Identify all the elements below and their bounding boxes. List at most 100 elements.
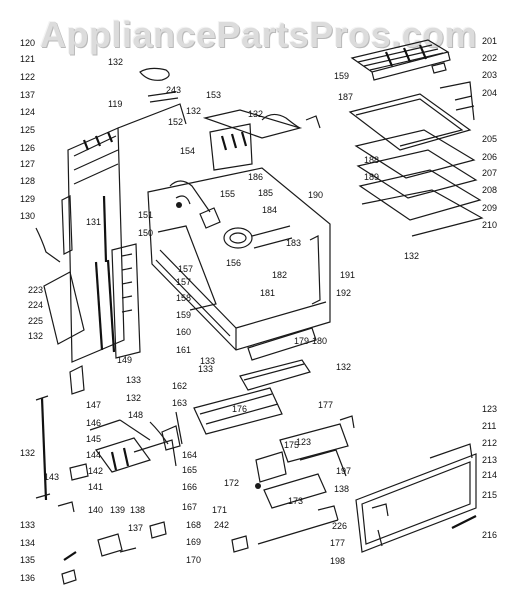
right-pan-stack <box>348 81 484 237</box>
part-callout-129: 129 <box>20 194 36 204</box>
part-callout-159: 159 <box>176 310 192 320</box>
part-callout-183: 183 <box>286 238 302 248</box>
part-callout-152: 152 <box>168 117 184 127</box>
part-callout-162: 162 <box>172 381 188 391</box>
part-callout-180: 180 <box>312 336 328 346</box>
part-callout-204: 204 <box>482 88 498 98</box>
part-callout-128: 128 <box>20 176 36 186</box>
part-callout-167: 167 <box>182 502 198 512</box>
part-callout-155: 155 <box>220 189 236 199</box>
part-callout-208: 208 <box>482 185 498 195</box>
part-callout-137: 137 <box>20 90 36 100</box>
part-callout-132: 132 <box>126 393 142 403</box>
valve-manifold <box>35 395 183 513</box>
part-callout-223: 223 <box>28 285 44 295</box>
part-callout-190: 190 <box>308 190 324 200</box>
part-callout-165: 165 <box>182 465 198 475</box>
part-callout-138: 138 <box>130 505 146 515</box>
part-callout-151: 151 <box>138 210 154 220</box>
part-callout-121: 121 <box>20 54 36 64</box>
part-callout-149: 149 <box>117 355 133 365</box>
part-callout-159: 159 <box>334 71 350 81</box>
part-callout-154: 154 <box>180 146 196 156</box>
small-hardware <box>61 521 249 585</box>
part-callout-197: 197 <box>336 466 352 476</box>
part-callout-123: 123 <box>296 437 312 447</box>
part-callout-169: 169 <box>186 537 202 547</box>
part-callout-139: 139 <box>110 505 126 515</box>
part-callout-131: 131 <box>86 217 102 227</box>
part-callout-182: 182 <box>272 270 288 280</box>
part-callout-209: 209 <box>482 203 498 213</box>
part-callout-120: 120 <box>20 38 36 48</box>
left-side-panel <box>35 103 187 395</box>
part-callout-135: 135 <box>20 555 36 565</box>
part-callout-122: 122 <box>20 72 36 82</box>
part-callout-123: 123 <box>482 404 498 414</box>
part-callout-133: 133 <box>198 364 214 374</box>
part-callout-157: 157 <box>176 277 192 287</box>
part-callout-157: 157 <box>178 264 194 274</box>
part-callout-177: 177 <box>318 400 334 410</box>
part-callout-224: 224 <box>28 300 44 310</box>
part-callout-132: 132 <box>108 57 124 67</box>
part-callout-158: 158 <box>176 293 192 303</box>
part-callout-202: 202 <box>482 53 498 63</box>
part-callout-160: 160 <box>176 327 192 337</box>
part-callout-203: 203 <box>482 70 498 80</box>
part-callout-181: 181 <box>260 288 276 298</box>
part-callout-140: 140 <box>88 505 104 515</box>
part-callout-137: 137 <box>128 523 144 533</box>
part-callout-132: 132 <box>20 448 36 458</box>
part-callout-212: 212 <box>482 438 498 448</box>
part-callout-201: 201 <box>482 36 498 46</box>
part-callout-213: 213 <box>482 455 498 465</box>
part-callout-125: 125 <box>20 125 36 135</box>
part-callout-141: 141 <box>88 482 104 492</box>
part-callout-214: 214 <box>482 470 498 480</box>
part-callout-124: 124 <box>20 107 36 117</box>
part-callout-211: 211 <box>482 421 497 431</box>
broiler-pan <box>193 359 311 435</box>
part-callout-130: 130 <box>20 211 36 221</box>
part-callout-205: 205 <box>482 134 498 144</box>
part-callout-215: 215 <box>482 490 498 500</box>
part-callout-225: 225 <box>28 316 44 326</box>
part-callout-132: 132 <box>28 331 44 341</box>
part-callout-168: 168 <box>186 520 202 530</box>
part-callout-187: 187 <box>338 92 354 102</box>
part-callout-153: 153 <box>206 90 222 100</box>
burner-valve-stems <box>94 195 141 359</box>
part-callout-133: 133 <box>200 356 216 366</box>
part-callout-175: 175 <box>284 440 300 450</box>
part-callout-134: 134 <box>20 538 36 548</box>
upper-center-bracket <box>139 67 321 171</box>
part-callout-192: 192 <box>336 288 352 298</box>
oven-cavity <box>147 167 331 361</box>
part-callout-138: 138 <box>334 484 350 494</box>
part-callout-147: 147 <box>86 400 102 410</box>
part-callout-176: 176 <box>232 404 248 414</box>
part-callout-179: 179 <box>294 336 310 346</box>
part-callout-136: 136 <box>20 573 36 583</box>
part-callout-243: 243 <box>166 85 182 95</box>
part-callout-145: 145 <box>86 434 102 444</box>
part-callout-164: 164 <box>182 450 198 460</box>
part-callout-172: 172 <box>224 478 240 488</box>
part-callout-242: 242 <box>214 520 230 530</box>
part-callout-188: 188 <box>364 155 380 165</box>
part-callout-216: 216 <box>482 530 498 540</box>
part-callout-184: 184 <box>262 205 278 215</box>
part-callout-226: 226 <box>332 521 348 531</box>
part-callout-143: 143 <box>44 472 60 482</box>
part-callout-163: 163 <box>172 398 188 408</box>
part-callout-206: 206 <box>482 152 498 162</box>
part-callout-198: 198 <box>330 556 346 566</box>
part-callout-133: 133 <box>20 520 36 530</box>
part-callout-166: 166 <box>182 482 198 492</box>
part-callout-127: 127 <box>20 159 36 169</box>
part-callout-186: 186 <box>248 172 264 182</box>
part-callout-171: 171 <box>212 505 228 515</box>
